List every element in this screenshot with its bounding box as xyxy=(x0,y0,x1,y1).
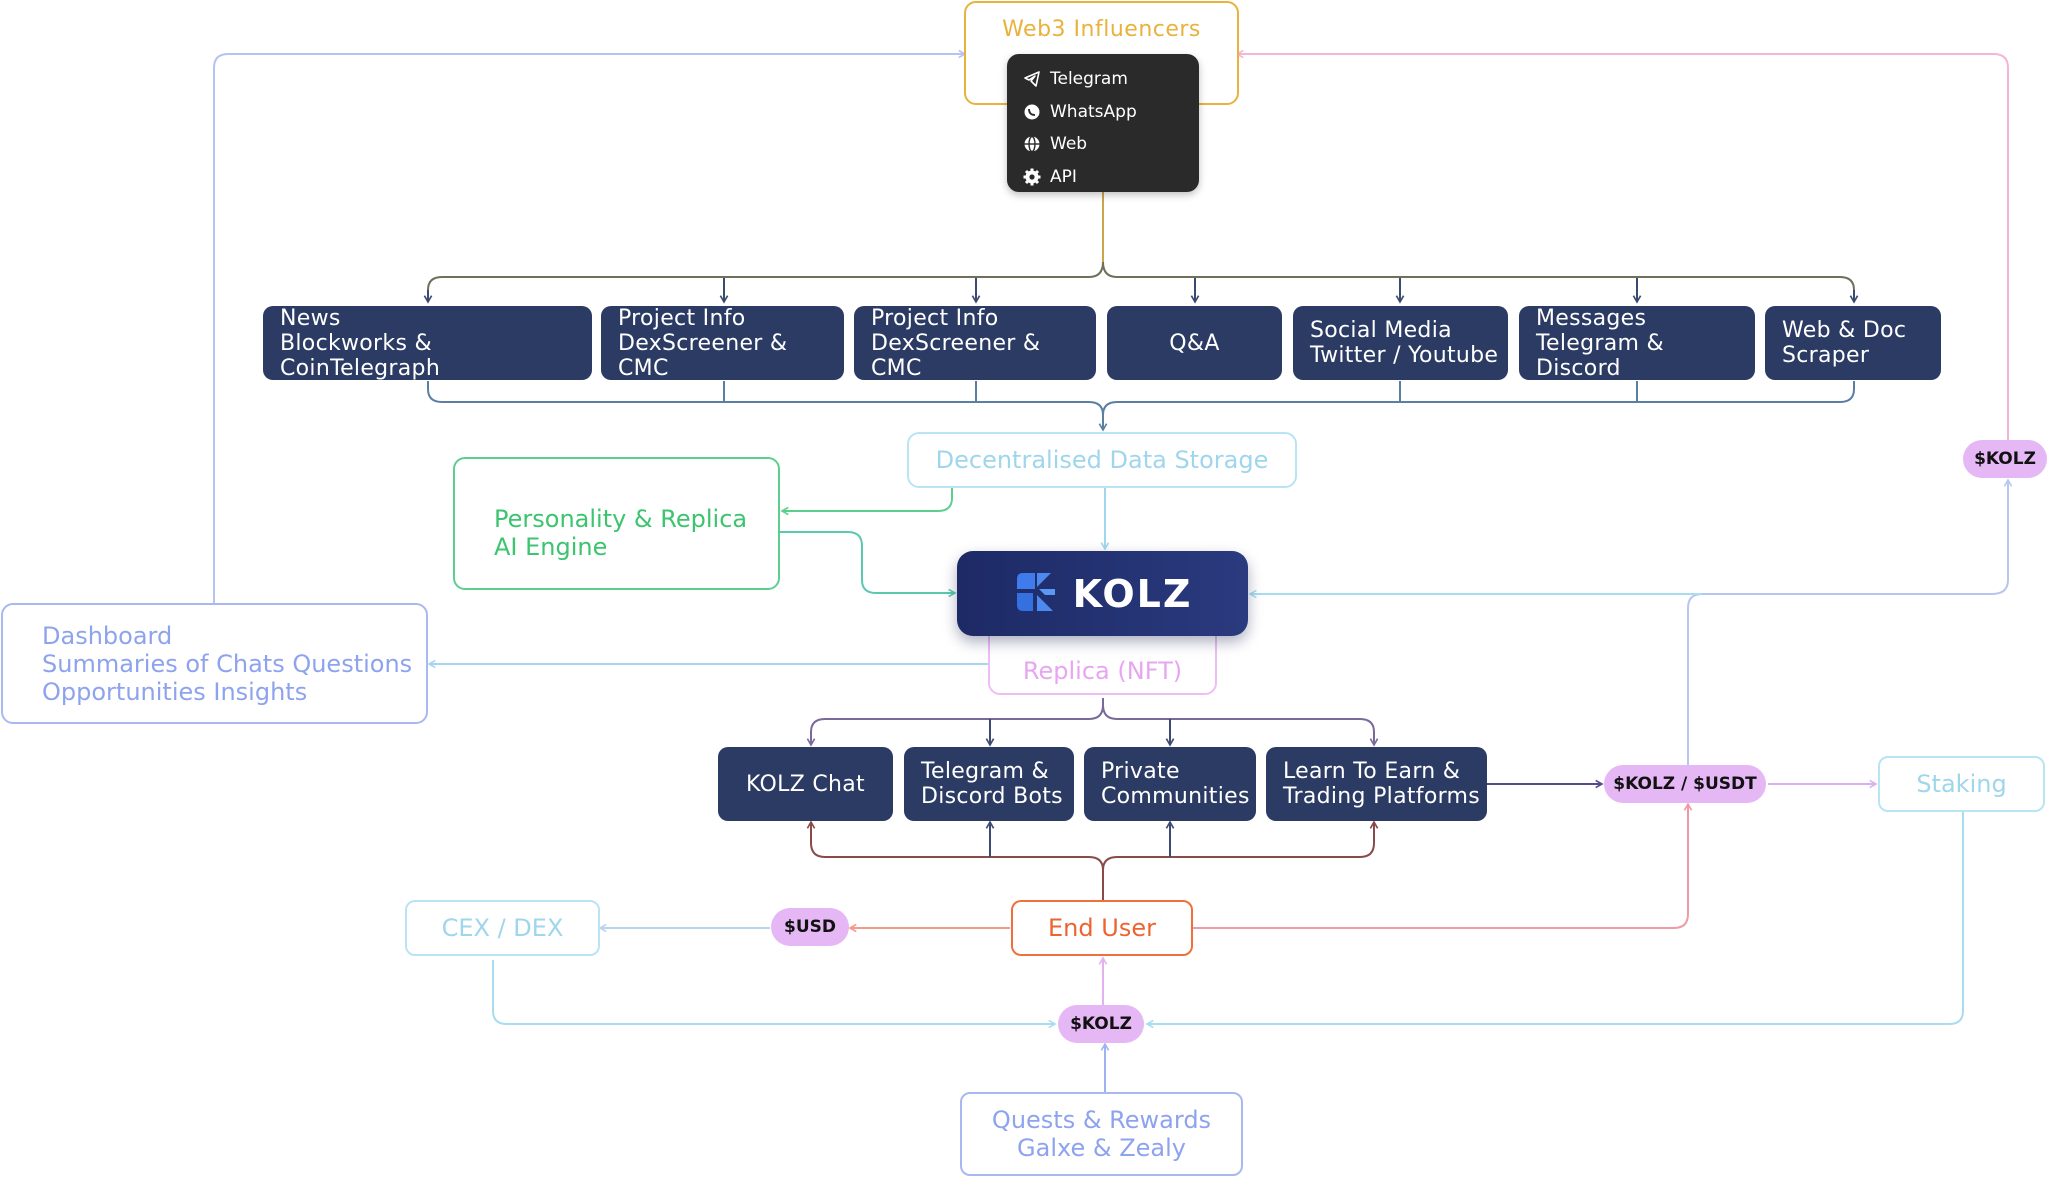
source-qa[interactable]: Q&A xyxy=(1107,306,1282,380)
usd-pill: $USD xyxy=(771,908,849,946)
sources-merge-line-right xyxy=(1102,381,1855,416)
product-title: Private xyxy=(1101,759,1180,784)
source-title: News xyxy=(280,305,341,331)
kolz-token-to-influencers-line xyxy=(1235,49,2009,442)
ai-engine-title: Personality & Replica xyxy=(494,504,748,533)
source-subtitle: Twitter / Youtube xyxy=(1310,343,1499,368)
sources-merge-stubs xyxy=(723,381,1638,402)
product-title: Telegram & xyxy=(921,759,1049,784)
source-title: Web & Doc xyxy=(1782,318,1907,343)
cex-dex-label: CEX / DEX xyxy=(441,914,564,942)
dashboard-box: Dashboard Summaries of Chats Questions O… xyxy=(1,603,428,724)
source-project-info-1[interactable]: Project Info DexScreener & CMC xyxy=(601,305,844,381)
telegram-icon xyxy=(1023,70,1041,88)
source-title: Project Info xyxy=(871,305,999,331)
ai-engine-subtitle: AI Engine xyxy=(494,532,608,561)
product-title: Learn To Earn & xyxy=(1283,759,1461,784)
channel-telegram[interactable]: Telegram xyxy=(1023,63,1199,96)
product-kolz-chat[interactable]: KOLZ Chat xyxy=(718,747,893,821)
staking-label: Staking xyxy=(1916,770,2007,798)
end-user-box: End User xyxy=(1011,900,1193,956)
source-news[interactable]: News Blockworks & CoinTelegraph xyxy=(263,305,592,381)
product-private-communities[interactable]: Private Communities xyxy=(1084,747,1256,821)
source-subtitle: Blockworks & CoinTelegraph xyxy=(280,330,441,381)
cex-dex-box: CEX / DEX xyxy=(405,900,600,956)
kolz-token-pill-bottom: $KOLZ xyxy=(1058,1005,1144,1043)
data-storage-box: Decentralised Data Storage xyxy=(907,432,1297,488)
enduser-to-swap-line xyxy=(1193,802,1693,929)
end-user-label: End User xyxy=(1048,914,1156,942)
replica-nft-label: Replica (NFT) xyxy=(1022,657,1183,685)
influencers-title: Web3 Influencers xyxy=(1002,17,1201,42)
globe-icon xyxy=(1023,135,1041,153)
channel-label: WhatsApp xyxy=(1050,101,1137,122)
channel-whatsapp[interactable]: WhatsApp xyxy=(1023,96,1199,129)
product-subtitle: Communities xyxy=(1101,784,1250,809)
enduser-to-products-left xyxy=(806,820,1104,900)
source-subtitle: Telegram & Discord xyxy=(1536,330,1664,381)
product-title: KOLZ Chat xyxy=(746,771,865,797)
kolz-wordmark: KOLZ xyxy=(1072,571,1193,616)
cex-to-kolz-bottom-line xyxy=(492,960,1057,1029)
source-subtitle: DexScreener & CMC xyxy=(871,330,1041,381)
staking-to-kolz-bottom-line xyxy=(1145,812,1964,1029)
replica-nft-box: Replica (NFT) xyxy=(988,630,1217,695)
sources-merge-line-left xyxy=(427,381,1108,432)
kolz-core-node[interactable]: KOLZ xyxy=(957,551,1248,636)
usdt-to-kolz-token-line xyxy=(1687,478,2013,769)
source-social-media[interactable]: Social Media Twitter / Youtube xyxy=(1293,306,1508,380)
source-title: Messages xyxy=(1536,305,1647,331)
kolz-usdt-pill: $KOLZ / $USDT xyxy=(1604,765,1766,803)
quests-title: Quests & Rewards xyxy=(991,1106,1212,1134)
channel-label: Web xyxy=(1050,134,1088,155)
product-bots[interactable]: Telegram & Discord Bots xyxy=(904,747,1074,821)
dashboard-line-3: Opportunities Insights xyxy=(42,677,308,706)
replica-to-products-left xyxy=(806,698,1104,747)
quests-rewards-box: Quests & Rewards Galxe & Zealy xyxy=(960,1092,1243,1176)
enduser-to-products-right xyxy=(1102,820,1379,871)
data-storage-label: Decentralised Data Storage xyxy=(935,446,1269,474)
replica-to-products-right xyxy=(1102,704,1379,747)
channel-list: Telegram WhatsApp Web API xyxy=(1007,54,1199,192)
channel-web[interactable]: Web xyxy=(1023,128,1199,161)
gear-icon xyxy=(1023,168,1041,186)
source-title: Project Info xyxy=(618,305,746,331)
source-web-doc-scraper[interactable]: Web & Doc Scraper xyxy=(1765,306,1941,380)
source-title: Q&A xyxy=(1169,330,1220,356)
kolz-token-pill-right: $KOLZ xyxy=(1963,440,2047,478)
source-title: Social Media xyxy=(1310,318,1452,343)
dashboard-to-influencers-line xyxy=(213,49,967,603)
source-subtitle: DexScreener & CMC xyxy=(618,330,788,381)
channel-api[interactable]: API xyxy=(1023,161,1199,194)
dashboard-line-2: Summaries of Chats Questions xyxy=(42,649,413,678)
product-learn-to-earn[interactable]: Learn To Earn & Trading Platforms xyxy=(1266,747,1487,821)
product-subtitle: Discord Bots xyxy=(921,784,1063,809)
source-subtitle: Scraper xyxy=(1782,343,1870,368)
ai-engine-box: Personality & Replica AI Engine xyxy=(453,457,780,590)
dashboard-title: Dashboard xyxy=(42,621,173,650)
quests-subtitle: Galxe & Zealy xyxy=(1017,1134,1186,1162)
engine-to-kolz-line xyxy=(780,531,957,598)
product-subtitle: Trading Platforms xyxy=(1283,784,1481,809)
whatsapp-icon xyxy=(1023,103,1041,121)
source-project-info-2[interactable]: Project Info DexScreener & CMC xyxy=(854,305,1096,381)
channel-label: Telegram xyxy=(1050,69,1128,90)
staking-box: Staking xyxy=(1878,756,2045,812)
storage-to-engine-line xyxy=(780,488,953,516)
kolz-logo-icon xyxy=(1013,569,1059,619)
sources-distribution-line xyxy=(427,261,1855,302)
channel-label: API xyxy=(1050,166,1077,187)
source-messages[interactable]: Messages Telegram & Discord xyxy=(1519,305,1755,381)
